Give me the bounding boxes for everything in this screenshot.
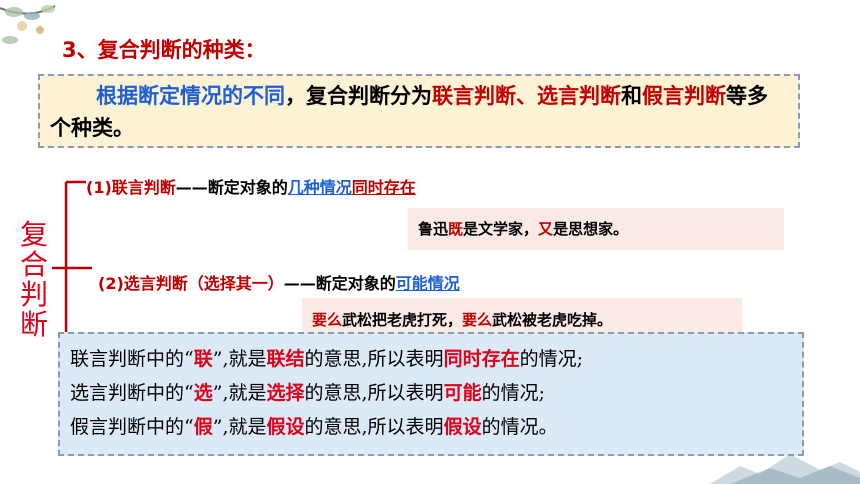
summary-line-2: 选言判断中的“选”,就是选择的意思,所以表明可能的情况;	[70, 376, 792, 410]
item-conjunctive: (1)联言判断——断定对象的几种情况同时存在	[86, 174, 416, 198]
summary-text: 选言判断中的“	[70, 382, 194, 404]
floral-decoration-icon	[0, 5, 56, 44]
example-text: 是文学家，	[463, 220, 539, 238]
summary-key: 联	[193, 348, 213, 370]
bracket-connector	[52, 180, 92, 342]
example-text: 鲁迅	[418, 220, 449, 238]
page-title: 3、复合判断的种类：	[62, 38, 266, 62]
intro-text: 等多个种类。	[50, 84, 768, 140]
intro-box: 根据断定情况的不同，复合判断分为联言判断、选言判断和假言判断等多个种类。	[38, 74, 800, 148]
intro-text: 和	[621, 84, 642, 108]
summary-text: 的意思,所以表明	[304, 382, 444, 404]
summary-key: 选	[193, 382, 213, 404]
item-key-blue: 几种情况	[287, 178, 352, 197]
item-disjunctive: (2)选言判断（选择其一）——断定对象的可能情况	[98, 270, 460, 294]
example-text: 武松被老虎吃掉。	[492, 311, 613, 329]
summary-text: 的意思,所以表明	[304, 416, 444, 438]
summary-text: 联言判断中的“	[70, 348, 194, 370]
summary-key: 假设	[266, 416, 305, 438]
summary-text: 的情况。	[481, 416, 558, 438]
example-keyword: 要么	[462, 311, 493, 329]
summary-text: ”,就是	[212, 382, 267, 404]
item-head: (2)选言判断（选择其一）	[98, 274, 284, 293]
intro-text: ，复合判断分为	[285, 84, 432, 108]
summary-line-3: 假言判断中的“假”,就是假设的意思,所以表明假设的情况。	[70, 410, 792, 444]
example-keyword: 又	[538, 220, 554, 238]
summary-key: 同时存在	[443, 348, 520, 370]
intro-highlight: 联言判断、选言判断	[432, 84, 621, 108]
root-label: 复合判断	[20, 218, 49, 341]
item-key-red: 同时存在	[351, 178, 416, 197]
summary-text: ”,就是	[212, 416, 267, 438]
summary-text: ”,就是	[212, 348, 267, 370]
example-keyword: 既	[448, 220, 464, 238]
summary-box: 联言判断中的“联”,就是联结的意思,所以表明同时存在的情况; 选言判断中的“选”…	[58, 332, 804, 456]
summary-line-1: 联言判断中的“联”,就是联结的意思,所以表明同时存在的情况;	[70, 342, 792, 376]
summary-key: 假设	[443, 416, 482, 438]
example-box-1: 鲁迅既是文学家，又是思想家。	[408, 208, 784, 250]
mountain-decoration-icon	[710, 454, 860, 484]
item-key-blue: 可能情况	[395, 274, 460, 293]
summary-text: 的意思,所以表明	[304, 348, 444, 370]
summary-text: 的情况;	[481, 382, 545, 404]
item-mid: ——断定对象的	[283, 274, 396, 293]
summary-key: 假	[193, 416, 213, 438]
item-head: (1)联言判断	[86, 178, 176, 197]
summary-key: 可能	[443, 382, 482, 404]
summary-key: 联结	[266, 348, 305, 370]
example-text: 是思想家。	[553, 220, 629, 238]
intro-highlight: 假言判断	[642, 84, 726, 108]
item-mid: ——断定对象的	[175, 178, 288, 197]
summary-key: 选择	[266, 382, 305, 404]
example-text: 武松把老虎打死，	[342, 311, 463, 329]
example-keyword: 要么	[312, 311, 343, 329]
intro-text-blue: 根据断定情况的不同	[96, 84, 285, 108]
summary-text: 的情况;	[519, 348, 583, 370]
summary-text: 假言判断中的“	[70, 416, 194, 438]
